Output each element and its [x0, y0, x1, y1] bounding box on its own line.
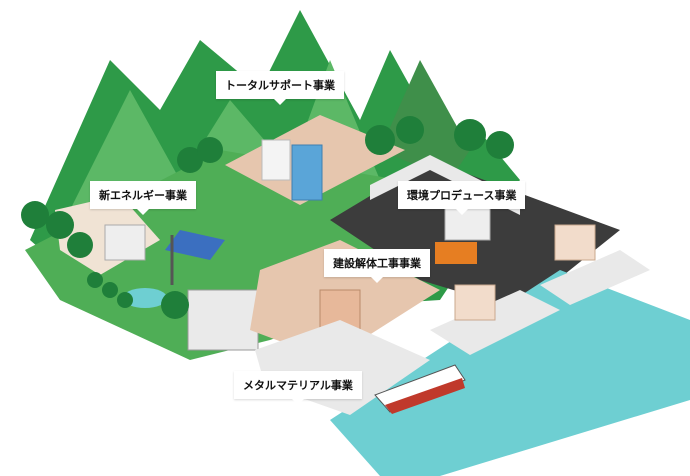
- pier: [540, 250, 650, 305]
- label-total-support[interactable]: トータルサポート事業: [216, 71, 344, 105]
- pier: [430, 290, 560, 355]
- building: [261, 139, 291, 181]
- building: [104, 224, 146, 261]
- building: [291, 144, 323, 201]
- wall: [370, 155, 520, 215]
- label-construction-demolition[interactable]: 建設解体工事事業: [324, 249, 430, 283]
- solar-panels: [165, 230, 225, 260]
- sea: [330, 270, 690, 476]
- trees: [21, 116, 514, 319]
- label-environment-produce[interactable]: 環境プロデュース事業: [398, 181, 526, 215]
- office-building: [187, 289, 259, 351]
- cargo-ship: [374, 364, 466, 413]
- ship-hull: [385, 378, 465, 414]
- label-new-energy[interactable]: 新エネルギー事業: [90, 181, 196, 215]
- pond: [123, 288, 167, 308]
- warehouse: [554, 224, 596, 261]
- warehouse: [454, 284, 496, 321]
- label-metal-material[interactable]: メタルマテリアル事業: [234, 371, 362, 405]
- dump-truck: [435, 242, 477, 264]
